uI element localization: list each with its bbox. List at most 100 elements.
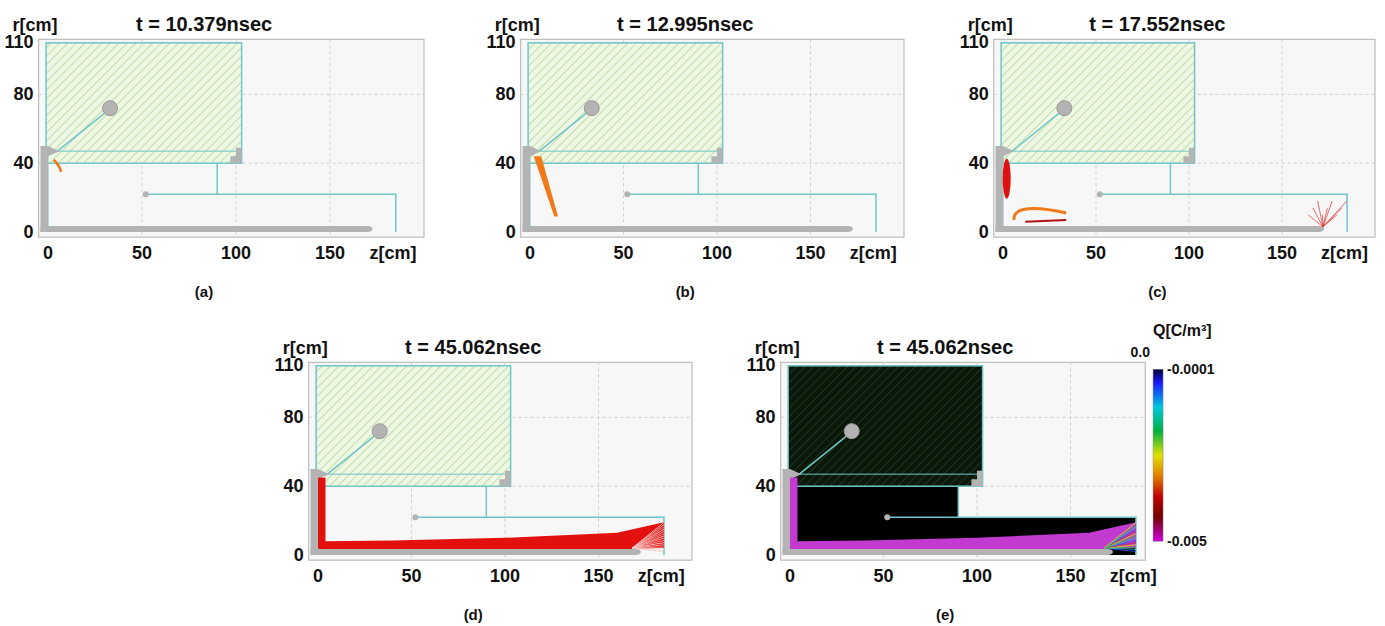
flange-bracket	[971, 471, 982, 486]
tick-label: 100	[490, 566, 520, 587]
tick-label: 80	[496, 84, 516, 105]
panel-b	[521, 39, 904, 237]
plot-frame	[521, 39, 904, 237]
dielectric-region	[1001, 43, 1194, 163]
tick-label: 110	[487, 32, 516, 53]
panel-letter: (e)	[936, 606, 954, 623]
panel-a	[39, 39, 424, 237]
time-title: t = 17.552nsec	[1089, 13, 1225, 36]
tick-label: 40	[756, 476, 776, 497]
panel-letter: (b)	[676, 283, 695, 300]
boundary-line	[1003, 151, 1195, 152]
feed-line	[799, 436, 846, 474]
tick-label: 0	[506, 222, 516, 243]
tick-label: 80	[969, 84, 989, 105]
plot-frame	[781, 362, 1146, 560]
boundary-line	[318, 474, 511, 475]
cathode-plate	[523, 146, 530, 232]
grid-line	[810, 39, 811, 237]
tick-label: 40	[14, 153, 34, 174]
plot-frame	[39, 39, 424, 237]
boundary-line	[530, 151, 723, 152]
electron-beam	[54, 160, 62, 172]
probe-dot	[884, 514, 890, 520]
time-title: t = 12.995nsec	[617, 13, 753, 36]
panel-letter: (d)	[464, 606, 483, 623]
probe-dot	[1097, 191, 1103, 197]
flange-bracket	[711, 148, 722, 163]
anode-rod	[40, 226, 372, 232]
probe-dot	[143, 191, 149, 197]
dielectric-region	[528, 43, 722, 163]
colorbar	[1153, 369, 1163, 541]
panel-c	[994, 39, 1375, 237]
tick-label: 100	[702, 243, 732, 264]
plot-frame	[309, 362, 692, 560]
feed-line	[327, 436, 374, 474]
colorbar-title: Q[C/m³]	[1153, 322, 1212, 340]
panel-letter: (c)	[1148, 283, 1166, 300]
time-title: t = 45.062nsec	[877, 336, 1013, 359]
tick-label: 150	[583, 566, 613, 587]
tick-label: 50	[1086, 243, 1106, 264]
electron-sheath	[318, 478, 325, 549]
grid-line	[330, 39, 331, 237]
time-title: t = 45.062nsec	[405, 336, 541, 359]
time-title: t = 10.379nsec	[136, 13, 272, 36]
probe-dot	[412, 514, 418, 520]
panel-letter: (a)	[195, 283, 213, 300]
anode-rod	[996, 226, 1325, 232]
colorbar-value: -0.005	[1167, 533, 1207, 549]
conductor-circle	[1057, 101, 1072, 116]
anode-rod	[523, 226, 853, 232]
flange-bracket	[499, 471, 510, 486]
dielectric-region	[46, 43, 242, 163]
tick-label: 0	[313, 566, 323, 587]
probe-dot	[624, 191, 630, 197]
boundary-line	[958, 486, 960, 517]
electron-spray	[1323, 201, 1347, 227]
colorbar-value: 0.0	[1131, 344, 1150, 360]
grid-line	[1282, 39, 1283, 237]
cathode-plate	[40, 146, 48, 232]
tick-label: 50	[613, 243, 633, 264]
electron-flow	[318, 522, 664, 549]
boundary-line	[698, 163, 700, 194]
tick-label: 150	[795, 243, 825, 264]
tick-label: 110	[275, 355, 304, 376]
electron-spray	[1318, 201, 1323, 227]
feed-line	[1012, 113, 1059, 151]
feed-line	[57, 113, 104, 151]
tick-label: 80	[14, 84, 34, 105]
dielectric-region	[788, 366, 982, 486]
tick-label: 0	[24, 222, 34, 243]
boundary-line	[486, 486, 488, 517]
electron-flow	[790, 522, 1136, 549]
electron-spray	[1104, 548, 1136, 551]
tick-label: 80	[284, 407, 304, 428]
electron-spray	[1313, 208, 1323, 227]
axis-title: r[cm]	[968, 15, 1013, 36]
cathode-tip	[1003, 146, 1014, 156]
axis-title: z[cm]	[638, 566, 685, 587]
tick-label: 0	[294, 545, 304, 566]
tick-label: 110	[960, 32, 989, 53]
electron-sheath	[790, 478, 797, 549]
panel-d	[309, 362, 692, 560]
axis-title: z[cm]	[850, 243, 897, 264]
tick-label: 0	[43, 243, 53, 264]
tick-label: 0	[525, 243, 535, 264]
axis-title: r[cm]	[495, 15, 540, 36]
tick-label: 50	[132, 243, 152, 264]
conductor-circle	[584, 101, 599, 116]
conductor-circle	[372, 424, 387, 439]
tick-label: 150	[1267, 243, 1297, 264]
boundary-line	[216, 163, 218, 194]
panel-e	[781, 362, 1163, 560]
tick-label: 50	[401, 566, 421, 587]
axis-title: z[cm]	[1321, 243, 1368, 264]
tick-label: 100	[962, 566, 992, 587]
tick-label: 0	[785, 566, 795, 587]
tick-label: 50	[873, 566, 893, 587]
